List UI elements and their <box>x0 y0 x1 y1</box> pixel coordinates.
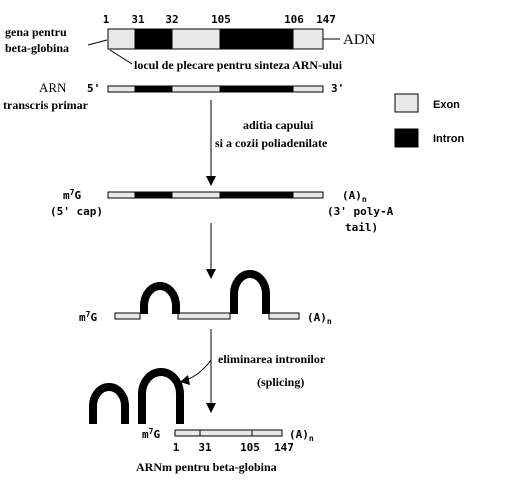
capped-cap: m7G <box>63 188 81 202</box>
primary-rna-label: ARN <box>39 80 67 95</box>
mrna-tail: (A)n <box>289 428 314 443</box>
dna-position-147: 147 <box>316 13 336 26</box>
legend: Exon Intron <box>394 93 464 148</box>
dna-exon-3 <box>292 28 324 50</box>
looped-rna-row: m7G (A)n <box>79 270 332 326</box>
mrna-position-147: 147 <box>274 441 294 454</box>
dna-position-105: 105 <box>211 13 231 26</box>
legend-exon-swatch <box>394 93 419 113</box>
capped-tail-note-line2: tail) <box>345 221 378 234</box>
mrna-strand <box>174 429 283 437</box>
step3-arrow <box>206 329 216 413</box>
start-site-leader <box>109 49 133 65</box>
mrna-cap: m7G <box>142 427 160 441</box>
mrna-row: m7G (A)n 1 31 105 147 ARNm pentru beta-g… <box>136 427 314 474</box>
excised-intron-1 <box>89 383 129 424</box>
mrna-position-31: 31 <box>198 441 212 454</box>
dna-position-106: 106 <box>284 13 304 26</box>
primary-exon-2 <box>171 85 221 93</box>
gene-label-line2: beta-globina <box>5 41 69 55</box>
looped-exon-3 <box>268 312 300 320</box>
step2-line1: eliminarea intronilor <box>218 352 326 366</box>
capped-tail-note-line1: (3' poly-A <box>327 205 394 218</box>
mrna-caption: ARNm pentru beta-globina <box>136 460 277 474</box>
looped-exon-1 <box>114 312 141 320</box>
mrna-position-105: 105 <box>240 441 260 454</box>
looped-tail: (A)n <box>307 311 332 326</box>
capped-exon-1 <box>107 191 136 199</box>
step2-line2: (splicing) <box>257 375 304 389</box>
dna-exon-2 <box>171 28 221 50</box>
looped-intron-2 <box>230 270 270 314</box>
dna-position-32: 32 <box>165 13 178 26</box>
capped-rna-row: m7G (5' cap) (A)n (3' poly-A tail) <box>50 188 394 234</box>
looped-cap: m7G <box>79 310 97 324</box>
dna-intron-1 <box>134 28 173 50</box>
step2-arrow <box>206 223 216 279</box>
capped-intron-2 <box>219 191 294 199</box>
mrna-position-1: 1 <box>173 441 180 454</box>
dna-exon-1 <box>107 28 136 50</box>
dna-row: 1 31 32 105 106 147 ADN gena pentru beta… <box>5 13 376 72</box>
gene-label-leader <box>87 39 108 46</box>
capped-exon-3 <box>292 191 324 199</box>
step1-arrow <box>206 100 216 186</box>
primary-intron-2 <box>219 85 294 93</box>
dna-position-31: 31 <box>131 13 145 26</box>
excised-intron-2 <box>138 368 184 424</box>
gene-label-line1: gena pentru <box>5 25 67 39</box>
legend-intron-swatch <box>394 128 419 148</box>
primary-exon-1 <box>107 85 136 93</box>
primary-rna-5prime: 5' <box>87 82 100 95</box>
dna-intron-2 <box>219 28 294 50</box>
capped-cap-note: (5' cap) <box>50 205 103 218</box>
capped-intron-1 <box>134 191 173 199</box>
splicing-arrow <box>180 359 212 385</box>
looped-intron-1 <box>140 282 180 314</box>
primary-exon-3 <box>292 85 324 93</box>
step1-line2: si a cozii poliadenilate <box>215 136 328 150</box>
dna-position-1: 1 <box>103 13 110 26</box>
primary-intron-1 <box>134 85 173 93</box>
legend-intron-label: Intron <box>433 133 464 145</box>
capped-tail: (A)n <box>342 189 367 204</box>
step1-line1: aditia capului <box>243 118 314 132</box>
primary-rna-row: ARN transcris primar 5' 3' <box>3 80 344 112</box>
start-site-label: locul de plecare pentru sinteza ARN-ului <box>134 58 343 72</box>
looped-exon-2 <box>177 312 231 320</box>
legend-exon-label: Exon <box>433 99 460 111</box>
dna-label: ADN <box>343 32 376 48</box>
primary-rna-3prime: 3' <box>331 82 344 95</box>
primary-rna-sublabel: transcris primar <box>3 98 89 112</box>
capped-exon-2 <box>171 191 221 199</box>
